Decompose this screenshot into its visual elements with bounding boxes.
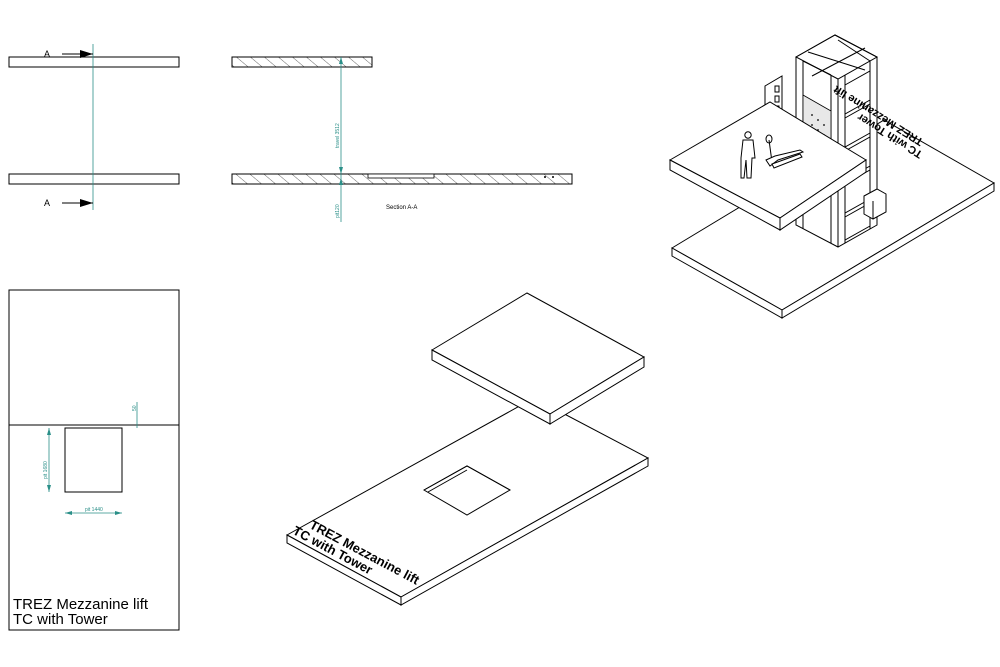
dim-arrow-icon [65, 511, 72, 515]
truck-forks [765, 149, 805, 167]
arrow-head-icon [80, 50, 93, 58]
detail-dot [544, 176, 546, 178]
tower-beam [802, 60, 832, 76]
detail-dot [811, 114, 813, 116]
person-head [744, 131, 752, 139]
tower-brace [807, 51, 866, 71]
detail-dot [823, 124, 825, 126]
dim-arrow-icon [339, 167, 343, 174]
iso-upper-slab-top [430, 292, 646, 415]
person-body [740, 139, 756, 179]
side-view: A A [8, 44, 180, 210]
person-figure [740, 131, 756, 179]
detail-dot [811, 124, 813, 126]
pallet-truck [765, 134, 805, 169]
lower-floor-slab [8, 173, 180, 185]
control-box [863, 188, 887, 220]
dim-arrow-icon [47, 428, 51, 435]
gate-slot [774, 85, 780, 93]
plan-title-line1: TREZ Mezzanine lift [13, 596, 149, 613]
dim-arrow-icon [115, 511, 122, 515]
section-marker-bottom: A [44, 198, 50, 208]
plan-title-line2: TC with Tower [13, 611, 108, 628]
truck-fork [771, 153, 803, 169]
tower-brace [811, 47, 866, 77]
iso-r-lower-slab-right [781, 182, 995, 319]
dim-offset-label: 50 [132, 405, 138, 411]
dim-pit-depth-label: pit 1680 [43, 461, 49, 479]
dim-pit-label: pit120 [335, 204, 341, 218]
plan-view: 50 pit 1680 pit 1440 TREZ Mezzanine lift… [8, 289, 180, 631]
iso-r-upper-slab-right [779, 159, 867, 231]
detail-dot [817, 119, 819, 121]
pit-recess [367, 173, 435, 179]
section-view: travel 3512 pit120 Section A-A [231, 56, 573, 222]
iso-pit-inner-edge [423, 465, 511, 491]
plan-outline [8, 289, 180, 631]
gate-slot [774, 95, 780, 103]
tower-panel [844, 70, 871, 115]
iso-center-view: TREZ Mezzanine lift TC with Tower [285, 292, 650, 606]
dim-arrow-icon [339, 178, 343, 185]
section-caption: Section A-A [386, 205, 417, 211]
iso-lower-slab-right [400, 457, 649, 606]
pit-opening [64, 427, 123, 493]
iso-upper-slab-right [549, 356, 645, 425]
upper-floor-slab [8, 56, 180, 68]
arrow-head-icon [80, 199, 93, 207]
iso-right-view: TREZ Mezzanine lift TC with Tower [668, 34, 995, 319]
tower-panel [844, 103, 871, 148]
tower-panel [844, 202, 871, 241]
detail-dot [552, 176, 554, 178]
dim-pit-width-label: pit 1440 [85, 507, 103, 513]
dim-travel-label: travel 3512 [335, 123, 341, 148]
tower-beam [837, 39, 871, 62]
iso-pit-wall [427, 469, 468, 493]
dim-arrow-icon [47, 485, 51, 492]
truck-grip [765, 134, 773, 144]
dim-arrow-icon [339, 57, 343, 64]
upper-slab-section [231, 56, 373, 68]
section-marker-top: A [44, 49, 50, 59]
